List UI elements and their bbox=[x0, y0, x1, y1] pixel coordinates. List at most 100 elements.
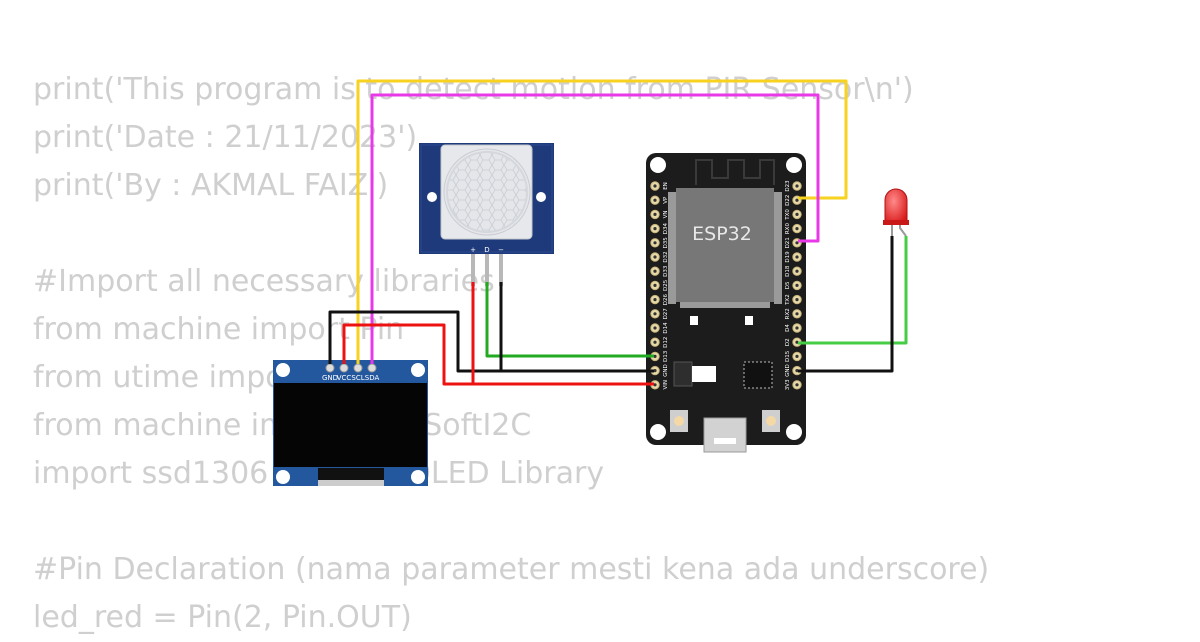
esp32-pin-label: D15 bbox=[785, 350, 791, 362]
pin-hole bbox=[653, 198, 657, 202]
oled-pin bbox=[339, 363, 349, 373]
esp32-pin-label: D23 bbox=[785, 180, 791, 192]
pin-hole bbox=[653, 369, 657, 373]
code-line: print('Date : 21/11/2023') bbox=[33, 120, 418, 155]
wires bbox=[328, 79, 908, 386]
pir-pin-label: − bbox=[498, 246, 504, 254]
pin-hole bbox=[795, 340, 799, 344]
pin-hole bbox=[795, 212, 799, 216]
esp32-pin-label: D5 bbox=[785, 281, 791, 289]
mounting-hole bbox=[276, 470, 290, 484]
pir-pin-label: D bbox=[484, 246, 489, 254]
voltage-regulator bbox=[692, 366, 716, 382]
fresnel-lens bbox=[447, 152, 527, 232]
esp32-pin-label: D18 bbox=[785, 265, 791, 277]
pin-hole bbox=[653, 255, 657, 259]
pin-hole bbox=[795, 298, 799, 302]
pin-hole bbox=[653, 354, 657, 358]
esp32-pin-label: D34 bbox=[663, 222, 669, 234]
code-line: #Pin Declaration (nama parameter mesti k… bbox=[33, 552, 990, 587]
pir-pin-label: + bbox=[470, 246, 476, 254]
oled-pin bbox=[325, 363, 335, 373]
pin-hole bbox=[795, 283, 799, 287]
esp32-pin-label: VN bbox=[663, 210, 669, 218]
pin-hole bbox=[653, 212, 657, 216]
pin-hole bbox=[795, 269, 799, 273]
esp32-chip-shield bbox=[676, 188, 774, 302]
antenna-trace bbox=[695, 159, 775, 185]
oled-ribbon bbox=[318, 468, 384, 480]
pin-hole bbox=[795, 227, 799, 231]
code-line: from machine import Pin bbox=[33, 312, 405, 347]
code-line: #Import all necessary libraries bbox=[33, 264, 495, 299]
wire-black bbox=[499, 282, 654, 373]
esp32-pin-label: RX0 bbox=[785, 223, 791, 235]
red-led[interactable] bbox=[883, 188, 909, 237]
esp32-pin-label: D25 bbox=[663, 279, 669, 291]
oled-display[interactable]: GND VCC SCL SDA bbox=[273, 360, 428, 486]
chip-pins bbox=[668, 192, 782, 308]
pin-hole bbox=[795, 184, 799, 188]
wire-red bbox=[342, 323, 654, 386]
mounting-hole bbox=[276, 363, 290, 377]
esp32-pin-label: D13 bbox=[663, 350, 669, 362]
wire-black bbox=[798, 236, 894, 373]
pin-hole bbox=[795, 354, 799, 358]
esp32-pin-label: TX2 bbox=[785, 294, 791, 306]
pin-hole bbox=[795, 326, 799, 330]
pin-hole bbox=[653, 283, 657, 287]
oled-pin bbox=[353, 363, 363, 373]
esp32-pin-label: GND bbox=[785, 364, 791, 377]
esp32-pin-label: 3V3 bbox=[785, 379, 791, 390]
pin-hole bbox=[653, 269, 657, 273]
pin-hole bbox=[653, 326, 657, 330]
pir-sensor[interactable]: + D − bbox=[419, 143, 554, 286]
esp32-pin-label: D32 bbox=[663, 251, 669, 262]
esp32-pin-label: D35 bbox=[663, 237, 669, 249]
pir-pin bbox=[471, 254, 475, 286]
pin-hole bbox=[653, 298, 657, 302]
mounting-hole bbox=[536, 192, 546, 202]
esp32-pin-label: D14 bbox=[663, 322, 669, 334]
mounting-hole bbox=[411, 470, 425, 484]
esp32-pin-label: TX0 bbox=[785, 209, 791, 221]
mounting-hole bbox=[427, 192, 437, 202]
esp32-pin-label: D4 bbox=[785, 324, 791, 332]
mounting-hole bbox=[411, 363, 425, 377]
wire-green bbox=[798, 236, 908, 345]
code-line: print('This program is to detect motion … bbox=[33, 72, 914, 107]
pin-hole bbox=[795, 241, 799, 245]
esp32-pin-label: VP bbox=[663, 196, 669, 204]
esp32-pin-label: D27 bbox=[663, 308, 669, 320]
oled-pin-label: VCC bbox=[337, 374, 352, 382]
oled-pin-label: GND bbox=[322, 374, 338, 382]
pin-hole bbox=[653, 312, 657, 316]
wire-yellow bbox=[356, 79, 848, 364]
esp32-pin-label: GND bbox=[663, 364, 669, 377]
esp32-board[interactable]: ESP32 ENVPVND34D35D32D33D25D26D27D14D12D… bbox=[646, 153, 806, 453]
esp32-pin-label: D33 bbox=[663, 265, 669, 277]
esp32-pin-label: D22 bbox=[785, 195, 791, 206]
esp32-pin-label: D26 bbox=[663, 293, 669, 305]
pir-pin bbox=[485, 254, 489, 286]
pin-hole bbox=[653, 184, 657, 188]
pin-hole bbox=[795, 312, 799, 316]
mounting-hole bbox=[650, 157, 666, 173]
esp32-pin-label: D12 bbox=[663, 337, 669, 348]
oled-pin-label: SDA bbox=[365, 374, 380, 382]
code-line: print('By : AKMAL FAIZ') bbox=[33, 168, 389, 203]
esp32-pin-label: RX2 bbox=[785, 308, 791, 319]
esp32-pin-label: EN bbox=[663, 182, 669, 190]
code-line: led_red = Pin(2, Pin.OUT) bbox=[33, 600, 412, 635]
pin-hole bbox=[795, 255, 799, 259]
mounting-hole bbox=[786, 157, 802, 173]
pin-hole bbox=[653, 383, 657, 387]
wire-magenta bbox=[370, 93, 820, 364]
pin-hole bbox=[653, 241, 657, 245]
esp32-pin-label: D19 bbox=[785, 251, 791, 263]
esp32-pin-label: D21 bbox=[785, 237, 791, 248]
oled-pin bbox=[367, 363, 377, 373]
mounting-hole bbox=[650, 424, 666, 440]
esp32-right-pins: D23D22TX0RX0D21D19D18D5TX2RX2D4D2D15GND3… bbox=[785, 180, 802, 390]
